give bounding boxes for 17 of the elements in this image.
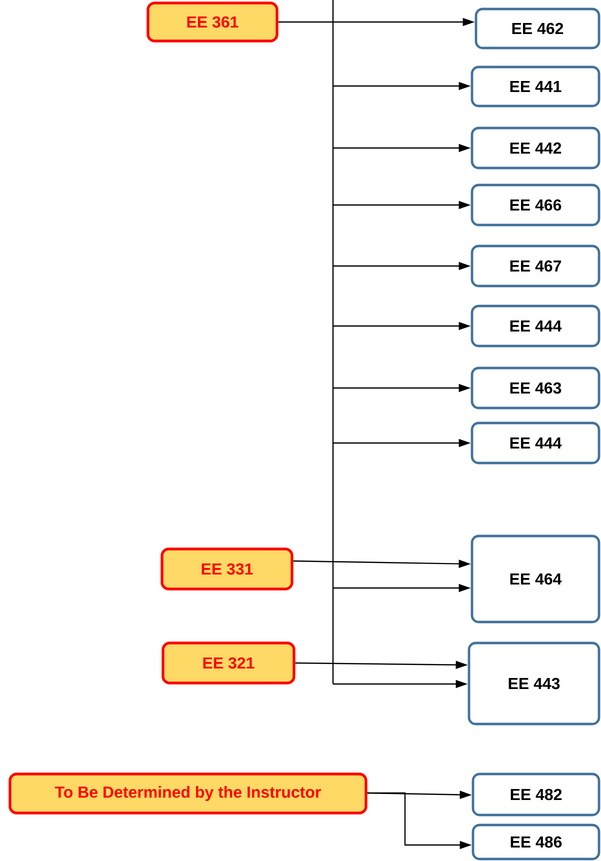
- prerequisite-box: EE 361: [146, 2, 278, 42]
- course-box: EE 466: [470, 184, 600, 226]
- course-box: EE 467: [470, 244, 600, 288]
- course-box: EE 444: [470, 304, 600, 348]
- course-box: EE 441: [470, 66, 600, 108]
- prerequisite-box: EE 331: [160, 548, 294, 590]
- course-box: EE 486: [472, 824, 600, 860]
- course-box: EE 442: [470, 126, 600, 170]
- course-box: EE 464: [470, 534, 600, 624]
- course-box: EE 444: [470, 422, 600, 464]
- course-box: EE 443: [468, 642, 600, 726]
- course-box: EE 462: [474, 8, 600, 50]
- course-box: EE 482: [472, 772, 600, 816]
- connector-line: [332, 0, 334, 684]
- prerequisite-box: EE 321: [162, 642, 296, 684]
- prerequisite-box: To Be Determined by the Instructor: [8, 772, 368, 814]
- course-box: EE 463: [470, 366, 600, 410]
